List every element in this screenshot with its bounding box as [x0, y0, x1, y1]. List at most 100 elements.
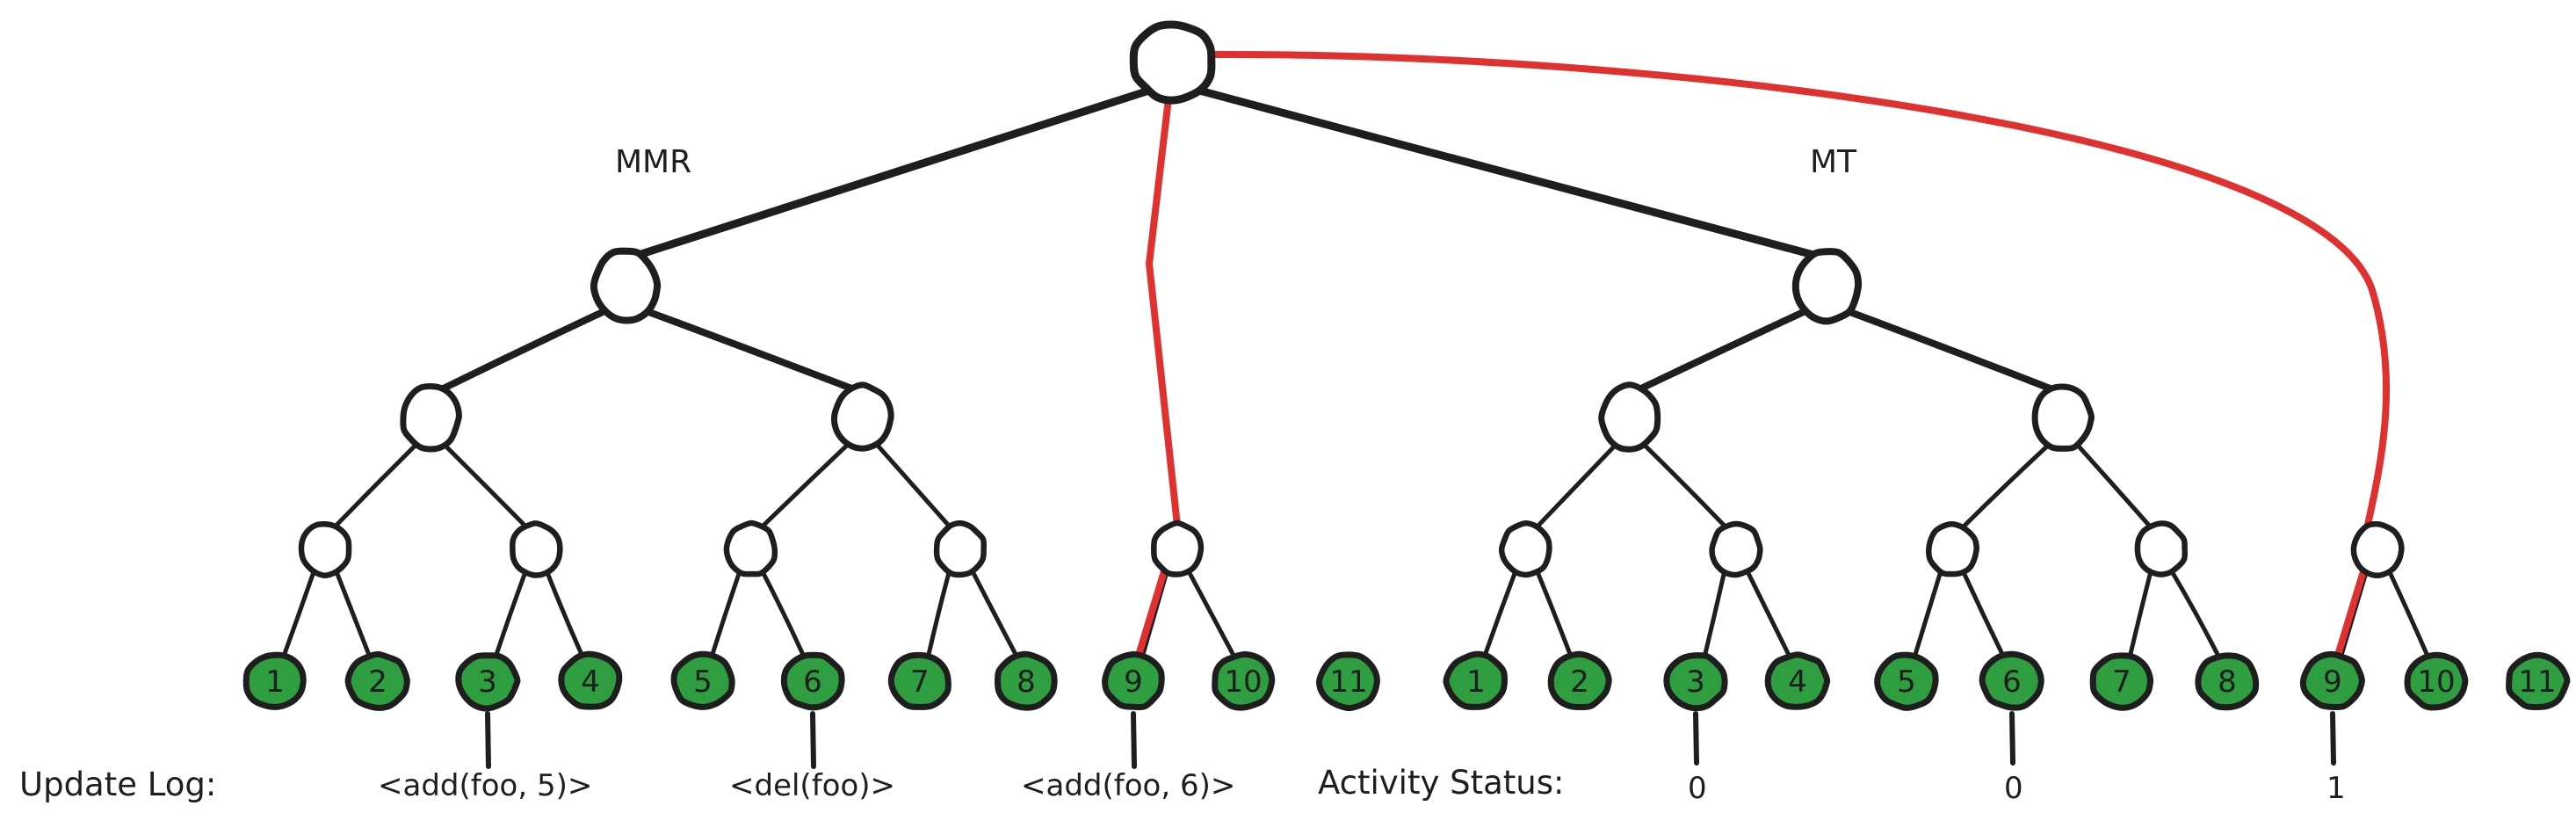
mmr-tree-leaf-circle-5[interactable] [670, 650, 735, 710]
mmr-tree-leaf-label-1: 1 [265, 664, 285, 700]
mmr-tree-leaf-label-6: 6 [803, 664, 822, 700]
mmr-tree-leaf-label-2: 2 [368, 664, 387, 700]
mt-tree-leaf-6[interactable]: 6 [1979, 650, 2044, 711]
edge-mt-tree-l2-l3 [1959, 440, 2053, 531]
mt-tree-internal-node[interactable] [1925, 520, 1979, 577]
edge-mt-tree-l3-leaf [1744, 567, 1791, 658]
root-node[interactable] [1129, 20, 1216, 105]
mmr-tree-leaf-4[interactable]: 4 [558, 650, 623, 710]
mt-tree-leaf-8[interactable]: 8 [2195, 652, 2260, 711]
mmr-tree-leaf-circle-9[interactable] [1102, 651, 1165, 711]
mt-tree-leaf-label-5: 5 [1897, 664, 1916, 700]
activity-status-value-2: 1 [2326, 771, 2346, 806]
mt-tree-leaf-circle-1[interactable] [1443, 650, 1509, 710]
mmr-tree-leaf-circle-1[interactable] [242, 651, 307, 710]
mmr-tree-leaf-10[interactable]: 10 [1212, 651, 1276, 711]
mt-tree-leaf-circle-3[interactable] [1663, 652, 1728, 712]
mmr-tree-leaf-circle-2[interactable] [344, 650, 410, 711]
mmr-tree-internal-node[interactable] [723, 519, 778, 577]
mt-tree-leaf-circle-8[interactable] [2195, 652, 2260, 711]
mmr-tree-leaf-8[interactable]: 8 [995, 650, 1058, 711]
mmr-tree-internal-node[interactable] [830, 381, 894, 452]
mmr-tree-leaf-circle-6[interactable] [780, 651, 845, 711]
mt-tree-leaf-10[interactable]: 10 [2404, 651, 2469, 711]
edge-mmr-tree-l3-leaf [969, 567, 1019, 659]
mt-tree-leaf-circle-7[interactable] [2089, 652, 2154, 711]
edge-mmr-tree-l3-leaf [926, 566, 952, 658]
mt-tree-leaf-circle-10[interactable] [2404, 651, 2469, 711]
update-log-entry-1: <del(foo)> [729, 768, 895, 803]
mmr-tree-leaf-2[interactable]: 2 [344, 650, 410, 711]
mmr-tree-internal-node[interactable] [1151, 519, 1205, 577]
mt-tree-internal-node[interactable] [1598, 381, 1661, 453]
mt-tree-internal-node[interactable] [1498, 519, 1552, 578]
tree-edges-layer [281, 78, 2430, 659]
mt-tree-leaf-circle-11[interactable] [2506, 651, 2571, 711]
mmr-tree-subroot-node[interactable] [590, 247, 662, 324]
mmr-tree-leaf-label-9: 9 [1124, 664, 1143, 700]
mt-tree-leaf-9[interactable]: 9 [2299, 650, 2365, 711]
activity-status-tick-1 [2009, 711, 2015, 766]
mt-tree-leaf-circle-9[interactable] [2299, 650, 2365, 711]
mt-tree-leaf-circle-6[interactable] [1979, 650, 2044, 711]
mmr-tree-leaf-circle-7[interactable] [887, 651, 952, 710]
edge-mt-tree-l3-leaf [1702, 567, 1727, 659]
edge-mmr-tree-l2-l3 [757, 439, 852, 531]
edge-mt-tree-l3-leaf [1912, 568, 1943, 659]
mt-tree-leaf-label-2: 2 [1570, 664, 1589, 700]
edge-mt-tree-l1-l2 [1633, 306, 1813, 394]
mmr-tree-leaf-circle-4[interactable] [558, 650, 623, 710]
mmr-tree-internal-node[interactable] [933, 520, 988, 578]
edge-mt-tree-l3-leaf [2168, 568, 2221, 659]
mmr-tree-internal-node[interactable] [400, 383, 462, 453]
red-path-root-to-mmr-leaf9 [1145, 95, 1181, 529]
mmr-tree-leaf-circle-3[interactable] [455, 652, 521, 712]
mt-tree-leaf-circle-2[interactable] [1547, 650, 1612, 711]
edge-mt-tree-l3-leaf [1482, 567, 1519, 659]
mt-tree-leaf-label-6: 6 [2002, 664, 2022, 700]
mmr-tree-leaf-7[interactable]: 7 [887, 651, 952, 710]
edge-mt-tree-l2-l3 [2073, 439, 2154, 531]
update-log-entry-0: <add(foo, 5)> [378, 768, 592, 803]
mmr-tree-leaf-circle-10[interactable] [1212, 651, 1276, 711]
activity-status-value-1: 0 [2004, 771, 2023, 806]
edge-mmr-tree-l3-leaf [493, 568, 529, 659]
mt-tree-leaf-4[interactable]: 4 [1764, 651, 1831, 710]
mt-tree-leaf-label-1: 1 [1466, 664, 1486, 700]
mt-tree-leaf-5[interactable]: 5 [1874, 651, 1939, 711]
mt-tree-leaf-circle-4[interactable] [1764, 651, 1831, 710]
mmr-tree-leaf-1[interactable]: 1 [242, 651, 307, 710]
mt-tree-leaf-circle-5[interactable] [1874, 651, 1939, 711]
activity-status-value-0: 0 [1688, 771, 1707, 806]
mt-tree-leaf-3[interactable]: 3 [1663, 652, 1728, 712]
mmr-tree-internal-node[interactable] [298, 521, 352, 578]
mt-tree-internal-node[interactable] [2134, 520, 2188, 577]
mt-tree-leaf-1[interactable]: 1 [1443, 650, 1509, 710]
mt-tree-internal-node[interactable] [2031, 383, 2095, 452]
edge-mmr-tree-l1-l2 [434, 307, 610, 396]
red-path-root-to-mt-leaf9 [1209, 50, 2391, 528]
mt-tree-leaf-7[interactable]: 7 [2089, 652, 2154, 711]
edge-mmr-tree-l1-l2 [641, 307, 860, 395]
mt-tree-internal-node[interactable] [2350, 520, 2405, 579]
mt-tree-leaf-11[interactable]: 11 [2506, 651, 2571, 711]
mt-tree-leaf-label-8: 8 [2218, 664, 2237, 700]
mmr-tree-leaf-circle-8[interactable] [995, 650, 1058, 711]
edge-mt-tree-l3-leaf [1534, 567, 1574, 659]
mt-tree-leaf-2[interactable]: 2 [1547, 650, 1612, 711]
mt-tree-internal-node[interactable] [1709, 520, 1763, 578]
mmr-tree-leaf-6[interactable]: 6 [780, 651, 845, 711]
mmr-tree-leaf-3[interactable]: 3 [455, 652, 521, 712]
mmr-tree-leaf-circle-11[interactable] [1316, 651, 1380, 712]
mt-tree-subroot-node[interactable] [1791, 248, 1863, 325]
mt-tree-leaf-label-10: 10 [2417, 664, 2455, 700]
edge-mmr-tree-l3-leaf [544, 567, 585, 658]
update-log-tick-2 [1131, 711, 1137, 769]
mmr-tree-internal-node[interactable] [510, 520, 563, 578]
mmr-tree-leaf-9[interactable]: 9 [1102, 651, 1165, 711]
mmr-tree-leaf-5[interactable]: 5 [670, 650, 735, 710]
edge-mmr-tree-l2-l3 [872, 440, 954, 531]
mmr-tree-leaf-11[interactable]: 11 [1316, 651, 1380, 712]
